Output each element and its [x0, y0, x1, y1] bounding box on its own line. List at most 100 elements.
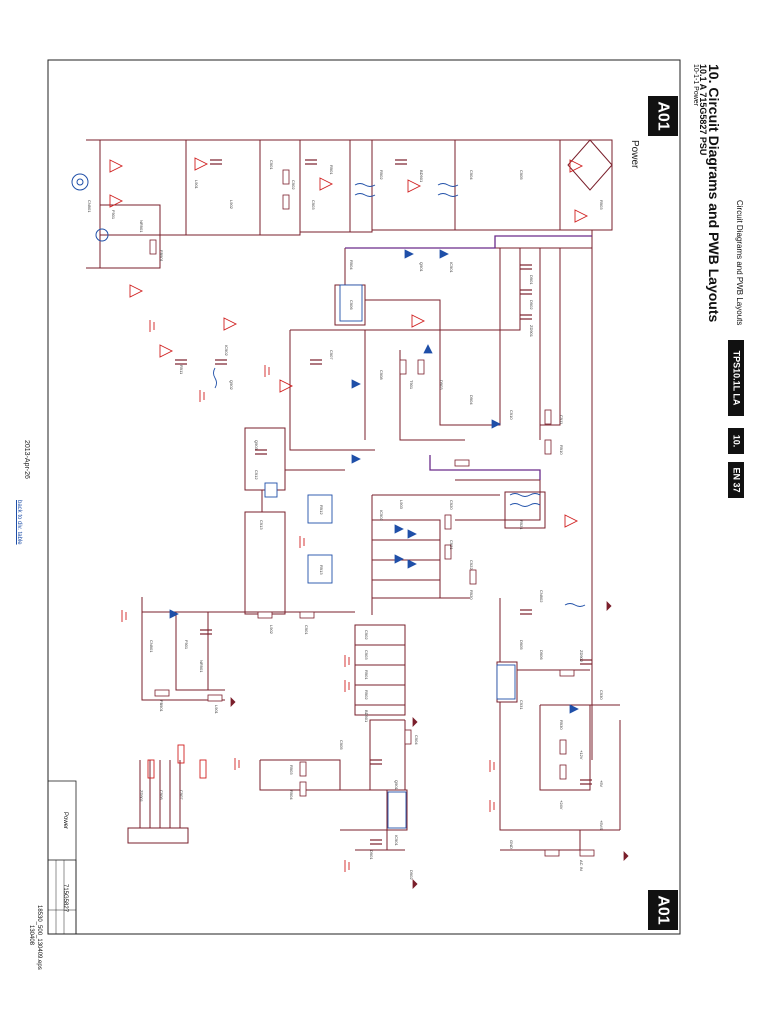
ground-lines [121, 320, 495, 872]
page-tag-label: EN 37 [731, 467, 742, 493]
component-ref-label: IC901 [394, 835, 399, 846]
component-ref-label: R904 [289, 790, 294, 800]
component-ref-label: C912 [254, 470, 259, 480]
component-ref-label: L901 [214, 705, 219, 715]
component-ref-label: C902 [364, 630, 369, 640]
component-ref-label: BD901 [419, 170, 424, 183]
component-ref-label: R902 [379, 170, 384, 180]
component-ref-label: C908 [379, 370, 384, 380]
component-ref-label: D902 [529, 300, 534, 310]
component-labels: CN901F901NR901FB901L901L902C901C902C903R… [87, 160, 604, 880]
component-ref-label: C905 [519, 170, 524, 180]
component-ref-label: ZD902 [579, 650, 584, 663]
component-ref-label: T901 [409, 380, 414, 390]
component-ref-label: IC901 [449, 262, 454, 273]
component-ref-label: BD901 [364, 710, 369, 723]
component-ref-label: AC IN [579, 860, 584, 871]
diodes [169, 249, 579, 714]
component-ref-label: F901 [184, 640, 189, 650]
component-ref-label: CN901 [87, 200, 92, 213]
doc-code-date: 130408 [28, 925, 34, 946]
component-ref-label: C902 [291, 180, 296, 190]
running-title: Circuit Diagrams and PWB Layouts [735, 200, 744, 326]
doc-code: 18530_500_130409.eps [36, 905, 42, 970]
component-ref-label: R911 [179, 365, 184, 375]
component-ref-label: C904 [469, 170, 474, 180]
component-ref-label: L902 [269, 625, 274, 635]
chapter-tag: 10. [728, 428, 744, 454]
resistors [149, 169, 595, 857]
ics [264, 284, 516, 829]
component-ref-label: C901 [304, 625, 309, 635]
title-block-code: 715G5827 [62, 884, 68, 913]
component-ref-label: R920 [469, 590, 474, 600]
chapter-title: 10. Circuit Diagrams and PWB Layouts [706, 64, 722, 323]
component-ref-label: C921 [449, 540, 454, 550]
back-link[interactable]: back to div. table [16, 500, 22, 545]
component-ref-label: C903 [364, 650, 369, 660]
component-ref-label: R901 [329, 165, 334, 175]
component-ref-label: C906 [349, 300, 354, 310]
component-ref-label: R912 [319, 505, 324, 515]
chapter-tag-label: 10. [730, 434, 741, 448]
component-ref-label: ZD901 [529, 325, 534, 338]
a01-badge-top-label: A01 [654, 101, 672, 131]
component-ref-label: D904 [469, 395, 474, 405]
subsection-title: 10-1-1 Power [692, 64, 699, 107]
component-ref-label: R904 [349, 260, 354, 270]
component-ref-label: L903 [399, 500, 404, 510]
component-ref-label: +12V [579, 750, 584, 760]
component-ref-label: +24V [559, 800, 564, 810]
component-ref-label: Q903 [254, 440, 259, 451]
component-ref-label: Q901 [419, 262, 424, 273]
component-ref-label: R903 [599, 200, 604, 210]
component-ref-label: D905 [519, 640, 524, 650]
component-ref-label: C920 [449, 500, 454, 510]
component-ref-label: FB901 [159, 700, 164, 713]
title-block-name: Power [62, 812, 68, 830]
title-block [47, 780, 77, 935]
component-ref-label: IC902 [224, 345, 229, 356]
component-ref-label: C905 [339, 740, 344, 750]
component-ref-label: C913 [259, 520, 264, 530]
component-ref-label: L901 [194, 180, 199, 190]
component-ref-label: L902 [229, 200, 234, 210]
component-ref-label: +5V [599, 780, 604, 788]
component-ref-label: C910 [509, 410, 514, 420]
net-arrows [230, 601, 629, 889]
a01-badge-bottom-label: A01 [654, 895, 672, 925]
component-ref-label: FB901 [159, 250, 164, 263]
component-ref-label: +5VS [599, 820, 604, 830]
component-ref-label: F901 [111, 210, 116, 220]
component-ref-label: R903 [289, 765, 294, 775]
component-ref-label: C922 [469, 560, 474, 570]
component-ref-label: C906 [159, 790, 164, 800]
component-ref-label: D906 [539, 650, 544, 660]
diagram-title: Power [629, 140, 640, 169]
hv-rail [345, 235, 592, 480]
sheet-frame [47, 59, 681, 935]
component-ref-label: R930 [559, 720, 564, 730]
component-ref-label: CN901 [149, 640, 154, 653]
component-ref-label: CN902 [539, 590, 544, 603]
component-ref-label: R902 [364, 690, 369, 700]
component-ref-label: GND [509, 840, 514, 849]
page-tag: EN 37 [728, 462, 744, 498]
component-ref-label: D901 [369, 850, 374, 860]
component-ref-label: C904 [414, 735, 419, 745]
component-ref-label: R910 [559, 445, 564, 455]
component-ref-label: D902 [409, 870, 414, 880]
component-ref-label: R913 [319, 565, 324, 575]
ac-input-connector [71, 173, 109, 242]
cn902-connector [147, 744, 207, 779]
component-ref-label: IC903 [379, 510, 384, 521]
wiring [86, 139, 621, 851]
transformers [213, 183, 586, 607]
component-ref-label: Q901 [394, 780, 399, 791]
a01-badge-top: A01 [648, 96, 678, 136]
section-title: 10.1 A 715G5827 PSU [698, 64, 708, 156]
component-ref-label: C911 [559, 415, 564, 425]
date-label: 2013-Apr-26 [23, 440, 30, 479]
component-ref-label: C901 [269, 160, 274, 170]
model-tag-label: TPS10.1L LA [731, 350, 742, 406]
